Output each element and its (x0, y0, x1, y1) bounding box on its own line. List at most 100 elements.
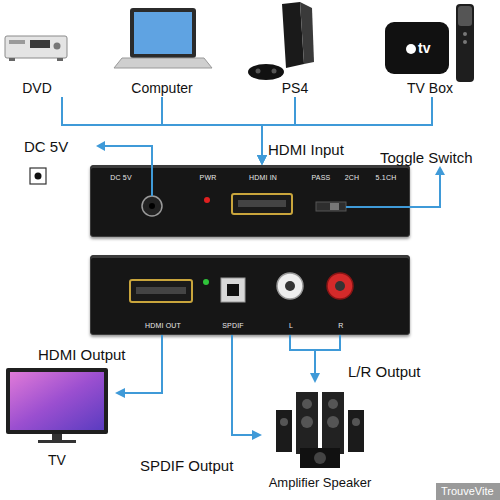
console-body (282, 2, 304, 68)
watermark: TrouveVite (441, 486, 494, 497)
laptop-base (114, 58, 212, 68)
source-device: PS4 (248, 0, 343, 97)
optical-port-hole (227, 284, 239, 296)
rca-jack-center (285, 281, 295, 291)
source-device: TV Box (380, 0, 480, 97)
panel-label: R (338, 322, 343, 329)
device-caption: TV (48, 453, 66, 467)
speaker-driver (302, 399, 312, 409)
device-caption: Computer (131, 81, 192, 95)
arrowhead (257, 155, 267, 165)
rca-jack-red (327, 273, 353, 299)
optical-port (221, 278, 245, 302)
panel-label: 5.1CH (376, 174, 397, 181)
arrowhead (115, 388, 125, 398)
panel-label: DC 5V (110, 174, 132, 181)
game-controller (248, 64, 284, 80)
panel-label: 2CH (345, 174, 360, 181)
arrowhead (257, 155, 267, 165)
tv-screen (10, 372, 104, 430)
tv-box-icon (385, 4, 474, 82)
status-led (203, 279, 209, 285)
arrowhead (257, 155, 267, 165)
brand-text: tv (418, 41, 430, 55)
panel-label: PWR (200, 174, 217, 181)
ps4-icon (248, 2, 314, 80)
leader-arrowhead (96, 141, 105, 151)
signal-arrow (232, 335, 262, 440)
watermark-band (436, 483, 500, 500)
output-label: L/R Output (348, 364, 421, 379)
laptop-icon (114, 8, 212, 68)
connector-line (62, 97, 262, 157)
remote-button (463, 40, 467, 44)
dc-jack-symbol (30, 168, 46, 184)
device-caption: TV Box (407, 81, 453, 95)
tv-neck (52, 434, 62, 440)
speaker-cabinet (348, 410, 364, 452)
leader-arrowhead (435, 166, 445, 175)
symbol-frame (30, 168, 46, 184)
speaker-driver (328, 399, 338, 409)
output-label: HDMI Output (38, 347, 126, 362)
extractor-front-panel: DC 5V PWR HDMI IN PASS 2CH 5.1CH (90, 165, 410, 237)
laptop-screen (134, 12, 192, 54)
arrowhead (310, 373, 320, 383)
tv-icon (6, 368, 108, 443)
disc-tray (9, 40, 25, 44)
laptop-lid (130, 8, 196, 58)
panel-label: SPDIF (222, 322, 244, 329)
extractor-back-panel: HDMI OUT SPDIF L R (90, 255, 410, 335)
brand-logo (406, 44, 416, 54)
connector-line (314, 350, 316, 375)
source-device: Computer (115, 3, 215, 97)
dc-jack-pin (149, 203, 155, 209)
subwoofer (300, 448, 340, 468)
device-caption: PS4 (282, 81, 308, 95)
panel-label: HDMI OUT (145, 322, 181, 329)
hdmi-port-tongue (136, 287, 186, 294)
console-side (300, 2, 314, 64)
speaker-driver (280, 418, 288, 426)
panel-label: PASS (312, 174, 331, 181)
arrowhead (257, 155, 267, 165)
tv-frame (6, 368, 108, 434)
rca-jack-center (335, 281, 345, 291)
audio-device: Amplifier Speaker (262, 383, 382, 495)
tv-box-body (385, 22, 449, 74)
connector-line (232, 335, 254, 435)
switch-knob (330, 203, 339, 210)
panel-label: L (289, 322, 293, 329)
toggle-switch (316, 202, 346, 211)
player-knob (54, 43, 61, 50)
speaker-driver (327, 416, 339, 428)
leader-lines (104, 146, 440, 207)
panel-label: HDMI IN (249, 174, 277, 181)
signal-arrow (115, 335, 162, 398)
speaker-driver (314, 452, 326, 464)
controller-stick (272, 69, 277, 74)
connector-line (162, 97, 262, 157)
speaker-driver (352, 418, 360, 426)
display-device: TV (0, 365, 115, 473)
connector-line (262, 97, 432, 157)
connector-line (123, 335, 162, 393)
signal-arrow (257, 97, 432, 165)
speaker-cabinet (296, 392, 318, 454)
dvd-player-icon (5, 36, 67, 61)
bracket-line (290, 335, 340, 350)
speaker-cabinet (322, 392, 344, 454)
controller-stick (256, 69, 261, 74)
player-foot (9, 58, 15, 61)
port-label: Toggle Switch (380, 150, 473, 165)
device-caption: DVD (22, 81, 52, 95)
remote-body (456, 4, 474, 82)
signal-arrow (62, 97, 267, 165)
hdmi-port (232, 194, 292, 214)
signal-arrow (162, 97, 267, 165)
